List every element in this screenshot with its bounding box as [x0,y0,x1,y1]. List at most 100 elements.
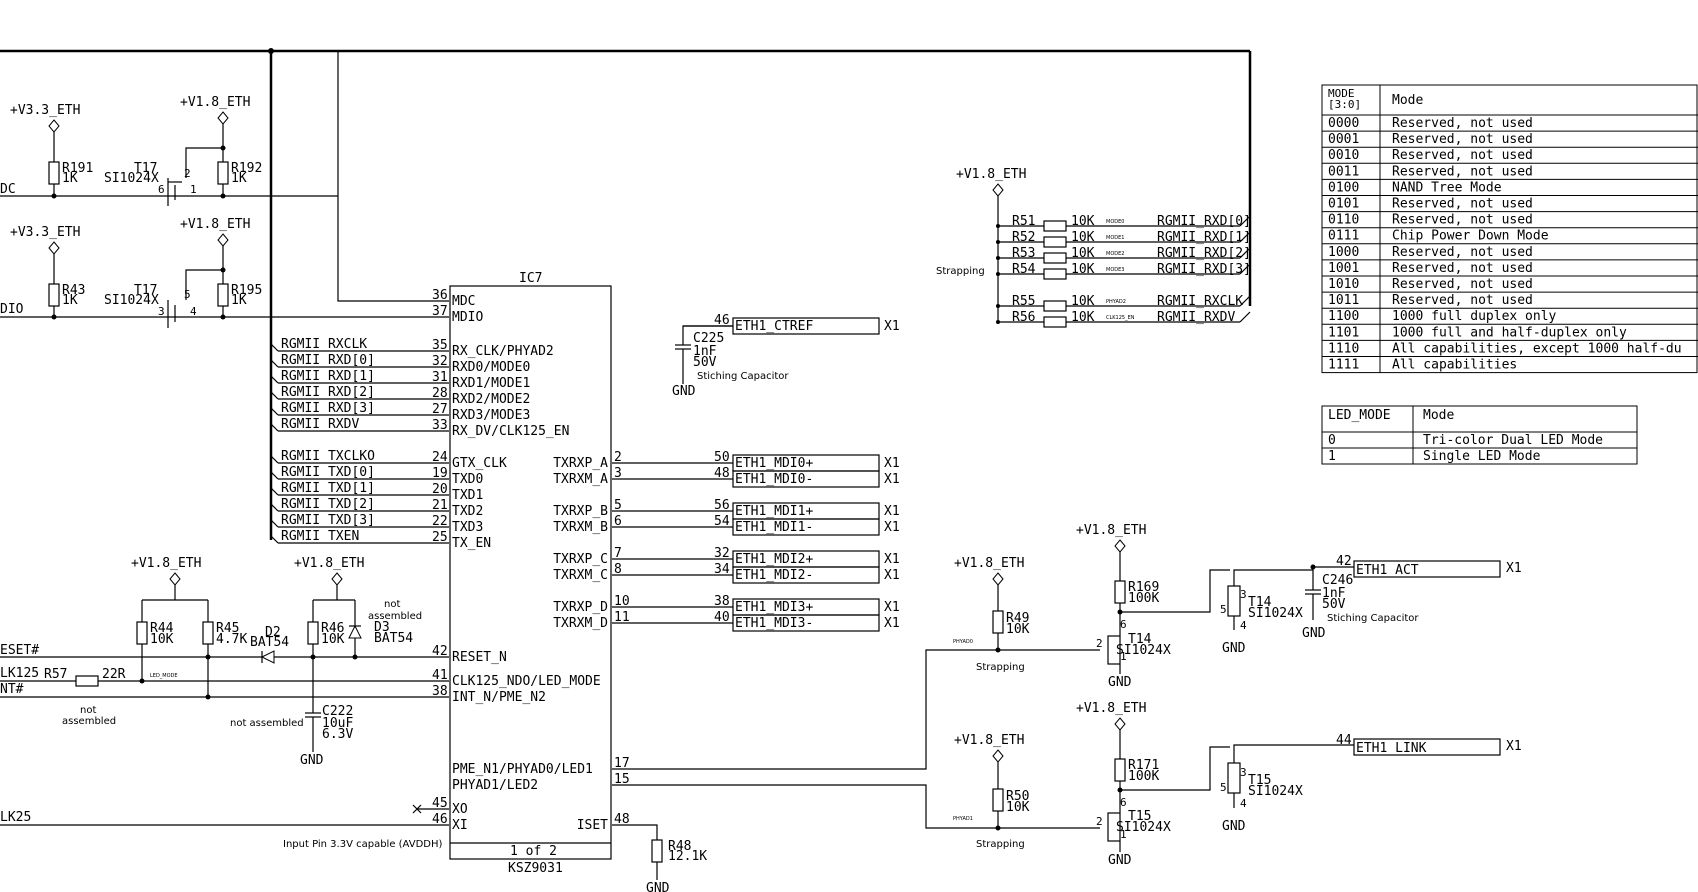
svg-text:1: 1 [1120,650,1127,663]
nt-label: NT# [0,682,24,697]
ic-pin-name: ISET [577,818,608,833]
dio-net-label: DIO [0,302,24,317]
ic-pin-name: TXRXM_A [553,472,608,487]
r48-iset: R48 12.1K GND [612,824,707,892]
strap-val: 10K [1071,246,1095,261]
svg-text:5: 5 [184,288,191,301]
mode-table-code: 0110 [1328,213,1359,228]
ic-pin-number: 38 [432,684,448,699]
c225-val: 1nF [693,344,717,359]
gnd-c225: GND [672,384,696,399]
mode-table-code: 0101 [1328,197,1359,212]
gnd-r48: GND [646,881,670,892]
led-table-code: 0 [1328,433,1336,448]
ic-part: KSZ9031 [508,861,563,876]
strap-ref: R53 [1012,246,1035,261]
r49-ref: R49 [1006,611,1029,626]
ic-pin-name: PHYAD1/LED2 [452,778,538,793]
r195-val: 1K [231,293,247,308]
r171-val: 100K [1128,769,1159,784]
t17b-part: SI1024X [104,293,159,308]
x1-pin-number: 34 [714,562,730,577]
led-table-code: 1 [1328,449,1336,464]
strap-val: 10K [1071,230,1095,245]
ic-pin-number: 6 [614,514,622,529]
mode-table-header-mode: Mode [1392,93,1423,108]
ic-pin-number: 42 [432,644,448,659]
mode-table-header-bits: [3:0] [1328,98,1361,111]
t15-ref: T15 [1128,809,1151,824]
v18-r50: +V1.8_ETH [954,733,1024,748]
link-x1: X1 [1506,739,1522,754]
r192-val: 1K [231,171,247,186]
x1-net-label: ETH1_MDI3- [735,616,813,631]
lk25-label: LK25 [0,810,31,825]
c225-volt: 50V [693,355,717,370]
v33-label-2: +V3.3_ETH [10,225,80,240]
x1-connector-label: X1 [884,568,900,583]
r44-ref: R44 [150,621,174,636]
mode-table-mode: 1000 full duplex only [1392,309,1557,324]
led-mode-tag: LED_MODE [150,673,178,679]
t14b-part: SI1024X [1248,606,1303,621]
x1-connector-label: X1 [884,616,900,631]
reset-circuit: +V1.8_ETH R44 10K R45 4.7K +V1.8_ETH R46… [0,556,449,768]
r48-val: 12.1K [668,849,707,864]
gnd-t15: GND [1108,853,1132,868]
clock-input: LK25 Input Pin 3.3V capable (AVDDH) [0,804,449,850]
mode-table-mode: Chip Power Down Mode [1392,229,1549,244]
ic-pin-number: 20 [432,482,448,497]
ic-pin-name: CLK125_NDO/LED_MODE [452,674,601,689]
v18-r169: +V1.8_ETH [1076,523,1146,538]
r49-val: 10K [1006,622,1030,637]
gnd-c246: GND [1302,626,1326,641]
x1-connector-label: X1 [884,552,900,567]
act-x1: X1 [1506,561,1522,576]
strap-val: 10K [1071,294,1095,309]
mode-table-code: 0011 [1328,164,1359,179]
dc-net-label: DC [0,182,16,197]
c246-volt: 50V [1322,597,1346,612]
svg-text:5: 5 [1220,781,1227,794]
x1-pin-number: 50 [714,450,730,465]
x1-net-label: ETH1_MDI1+ [735,504,813,519]
strap-mode: MODE2 [1106,251,1124,257]
mode-table-header-code: MODE [1328,87,1355,100]
strap-ref: R54 [1012,262,1036,277]
r171-ref: R171 [1128,758,1159,773]
ic-pin-name: INT_N/PME_N2 [452,690,546,705]
strap-net: RGMII_RXD[2] [1157,246,1251,261]
ic-pin-name: TX_EN [452,536,491,551]
r45-val: 4.7K [216,632,247,647]
rgmii-net-label: RGMII_TXEN [281,529,359,544]
gnd-t15b: GND [1222,819,1246,834]
mode-table-mode: Reserved, not used [1392,213,1533,228]
strapping-label: Strapping [936,266,985,277]
strap-net: RGMII_RXD[0] [1157,214,1251,229]
svg-text:3: 3 [158,305,165,318]
rgmii-net-label: RGMII_RXCLK [281,337,367,352]
strap-val: 10K [1071,310,1095,325]
led-table-header-mode: Mode [1423,408,1454,423]
mode-table-code: 0001 [1328,132,1359,147]
ic-pin-number: 2 [614,450,622,465]
ic-pin-number: 19 [432,466,448,481]
gnd-c222: GND [300,753,324,768]
strapping-r50: Strapping [976,839,1025,850]
ic-pin-number: 3 [614,466,622,481]
svg-text:4: 4 [1240,619,1247,632]
ic-pin-name: TXD1 [452,488,483,503]
mode-table-code: 1001 [1328,261,1359,276]
t15-part: SI1024X [1116,820,1171,835]
t17b-ref: T17 [134,283,157,298]
svg-text:6: 6 [1120,796,1127,809]
svg-text:6: 6 [1120,618,1127,631]
ic-ref: IC7 [519,271,542,286]
strap-ref: R55 [1012,294,1035,309]
mode-table-mode: Reserved, not used [1392,245,1533,260]
rgmii-net-label: RGMII_TXD[0] [281,465,375,480]
v18-r49: +V1.8_ETH [954,556,1024,571]
svg-text:2: 2 [1096,815,1103,828]
